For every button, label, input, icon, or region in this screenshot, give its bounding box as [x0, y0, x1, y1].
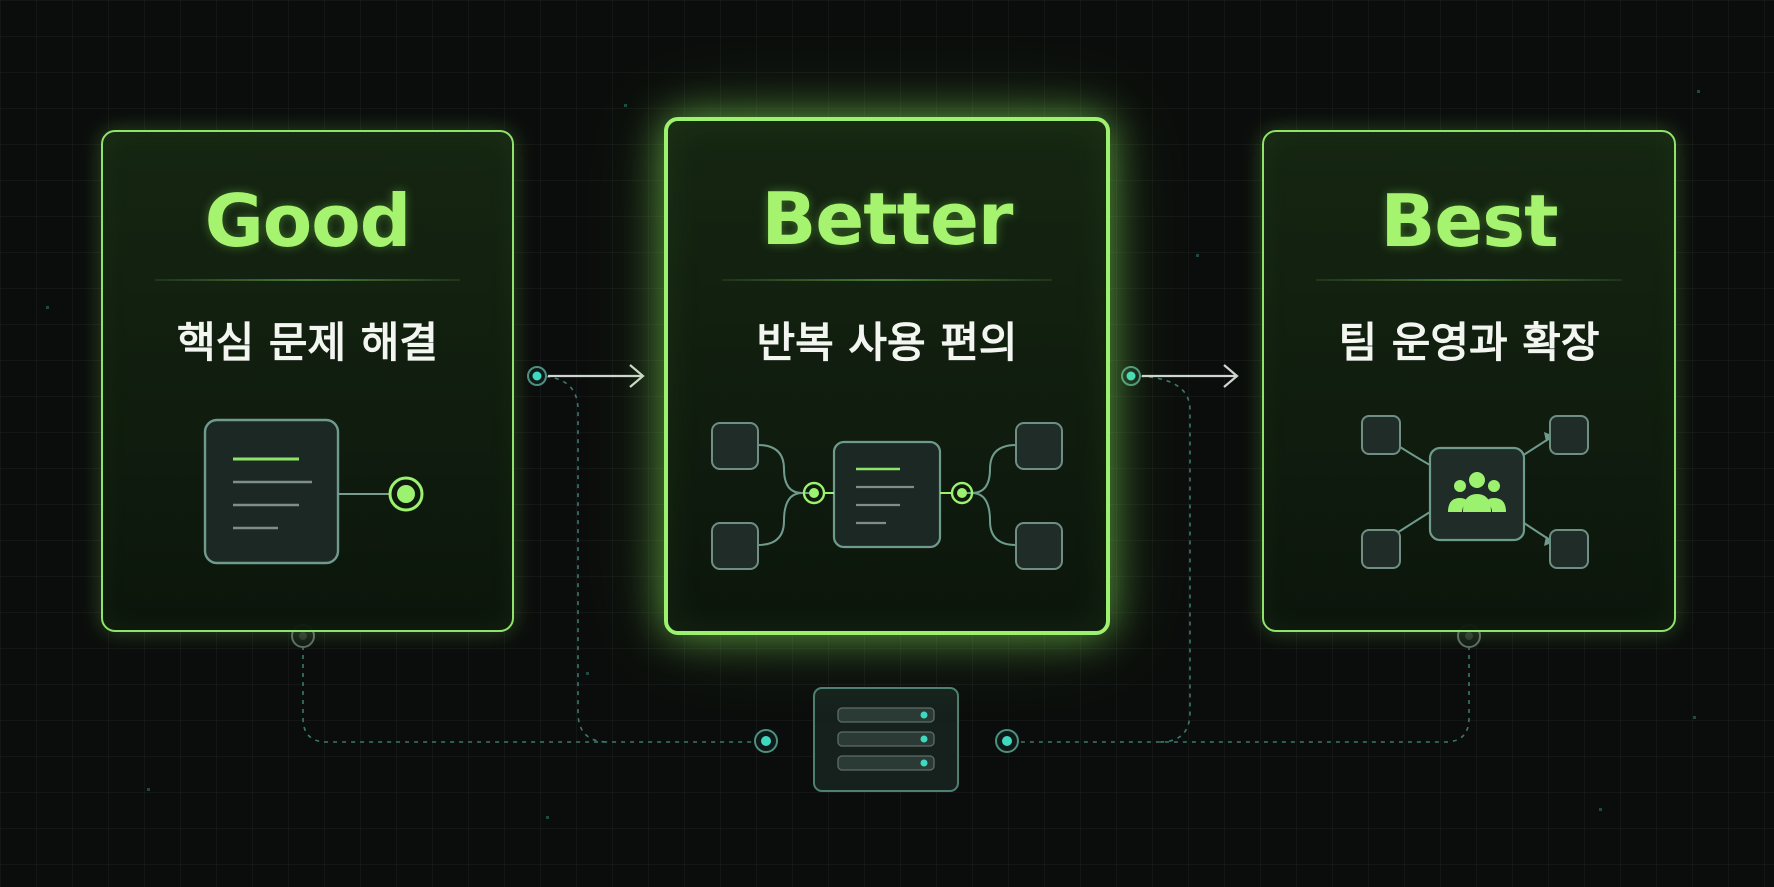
tier-title: Better [761, 177, 1014, 261]
bus-line-arrow2 [1130, 375, 1191, 743]
tier-divider [155, 279, 460, 281]
tier-card-best: Best 팀 운영과 확장 [1262, 130, 1676, 632]
document-network-icon [711, 422, 1063, 570]
tier-title: Good [204, 179, 412, 263]
tier-divider [1316, 279, 1622, 281]
tier-card-good: Good 핵심 문제 해결 [101, 130, 514, 632]
tier-subtitle: 팀 운영과 확장 [1338, 318, 1600, 367]
tier-title: Best [1380, 179, 1559, 263]
bus-node-left [754, 729, 778, 753]
team-network-icon [1361, 415, 1589, 569]
bus-node-right [995, 729, 1019, 753]
tier-card-better: Better 반복 사용 편의 [664, 117, 1110, 635]
server-stack-icon [813, 687, 959, 792]
bus-line-good [302, 637, 766, 743]
arrow-good-to-better [527, 364, 645, 388]
bus-line-arrow1 [536, 375, 609, 743]
bus-line-best [1008, 637, 1470, 743]
tier-divider [722, 279, 1052, 281]
document-node-icon [203, 418, 424, 565]
background-particles [46, 90, 1700, 819]
arrow-better-to-best [1121, 364, 1239, 388]
tier-subtitle: 반복 사용 편의 [756, 318, 1018, 367]
tier-subtitle: 핵심 문제 해결 [176, 318, 439, 367]
users-icon [1448, 472, 1506, 512]
